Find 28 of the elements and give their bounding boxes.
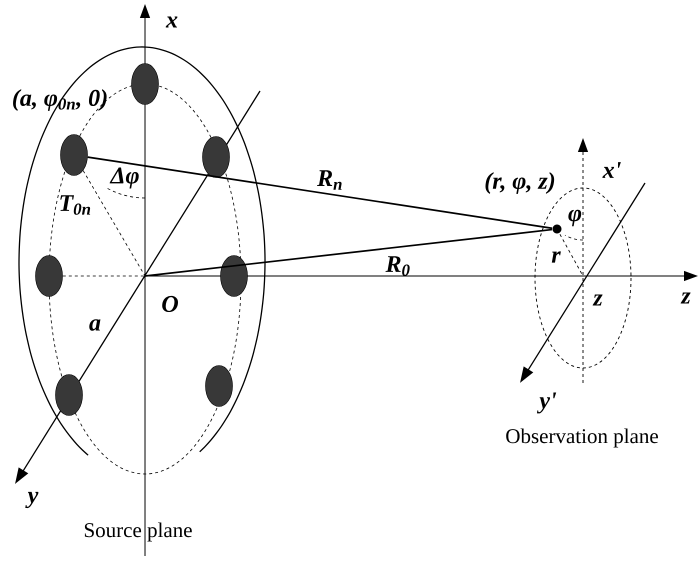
line	[144, 228, 552, 277]
axis-label: T$_{0n}$	[60, 195, 90, 215]
radius-line	[82, 170, 146, 276]
axis-label: x	[166, 16, 178, 28]
edge-label: R$_{0}$	[386, 256, 410, 276]
axis-label: x'	[602, 162, 621, 178]
axis-label: φ	[568, 210, 582, 226]
axis-label: z	[680, 292, 691, 304]
axis-label: z	[592, 294, 603, 306]
source-element	[220, 255, 248, 297]
line	[88, 156, 552, 230]
source-element	[205, 365, 233, 407]
axis-label: a	[89, 319, 100, 331]
axis-label: O	[162, 296, 178, 312]
source-element	[202, 136, 230, 178]
axis-label: y'	[536, 392, 556, 414]
axis-label: r	[552, 251, 561, 263]
axis-label: (r, φ, z)	[486, 172, 554, 194]
source-element	[55, 374, 83, 416]
source-element	[60, 134, 88, 176]
caption: Source plane	[84, 522, 192, 542]
axis-label: Δφ	[110, 168, 139, 188]
source-element	[35, 255, 63, 297]
source-element	[131, 63, 159, 105]
edge-label: R$_{n}$	[317, 170, 342, 190]
caption: Observation plane	[506, 428, 658, 448]
axis-label: y	[25, 492, 38, 508]
observation-point	[552, 224, 562, 234]
